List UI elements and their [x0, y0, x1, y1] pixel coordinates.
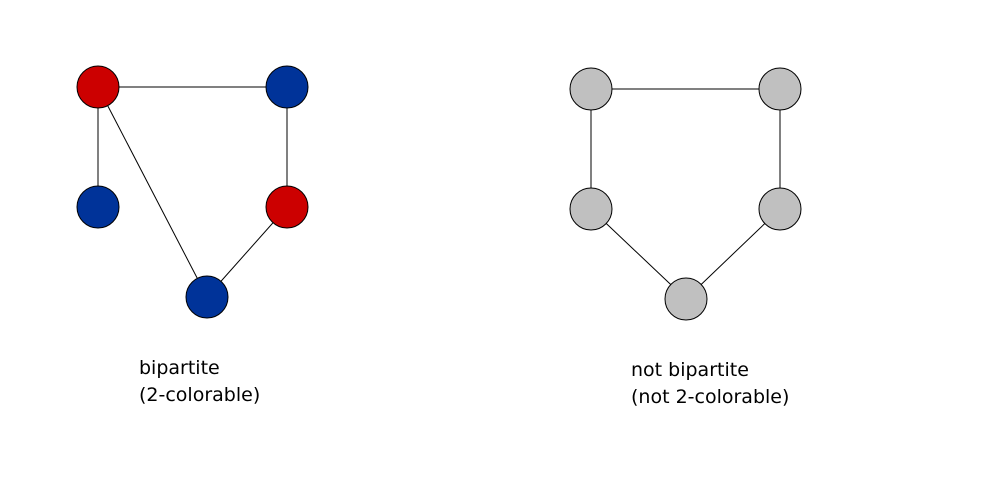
bipartite-node-a-red [76, 65, 120, 109]
bipartite-graph-edges [97, 86, 288, 298]
bipartite-graph [76, 65, 309, 319]
bipartite-node-c-blue [76, 185, 120, 229]
non-bipartite-caption: not bipartite (not 2-colorable) [631, 357, 789, 411]
non-bipartite-graph [569, 67, 802, 321]
non-bipartite-node-c-gray [569, 187, 613, 231]
bipartite-node-d-red [265, 185, 309, 229]
bipartite-node-b-blue [265, 65, 309, 109]
non-bipartite-edge-d-e [685, 208, 781, 300]
non-bipartite-node-a-gray [569, 67, 613, 111]
non-bipartite-graph-nodes [569, 67, 802, 321]
bipartite-caption-line1: bipartite [139, 357, 220, 379]
bipartite-caption-line2: (2-colorable) [139, 384, 261, 406]
bipartite-caption: bipartite (2-colorable) [139, 355, 260, 409]
non-bipartite-node-d-gray [758, 187, 802, 231]
non-bipartite-edge-c-e [590, 208, 687, 300]
non-bipartite-caption-line2: (not 2-colorable) [631, 386, 790, 408]
non-bipartite-node-e-gray [664, 277, 708, 321]
non-bipartite-caption-line1: not bipartite [631, 359, 749, 381]
non-bipartite-graph-edges [590, 88, 781, 300]
non-bipartite-node-b-gray [758, 67, 802, 111]
bipartite-edge-a-e [97, 86, 208, 298]
bipartite-graph-nodes [76, 65, 309, 319]
bipartite-node-e-blue [185, 275, 229, 319]
